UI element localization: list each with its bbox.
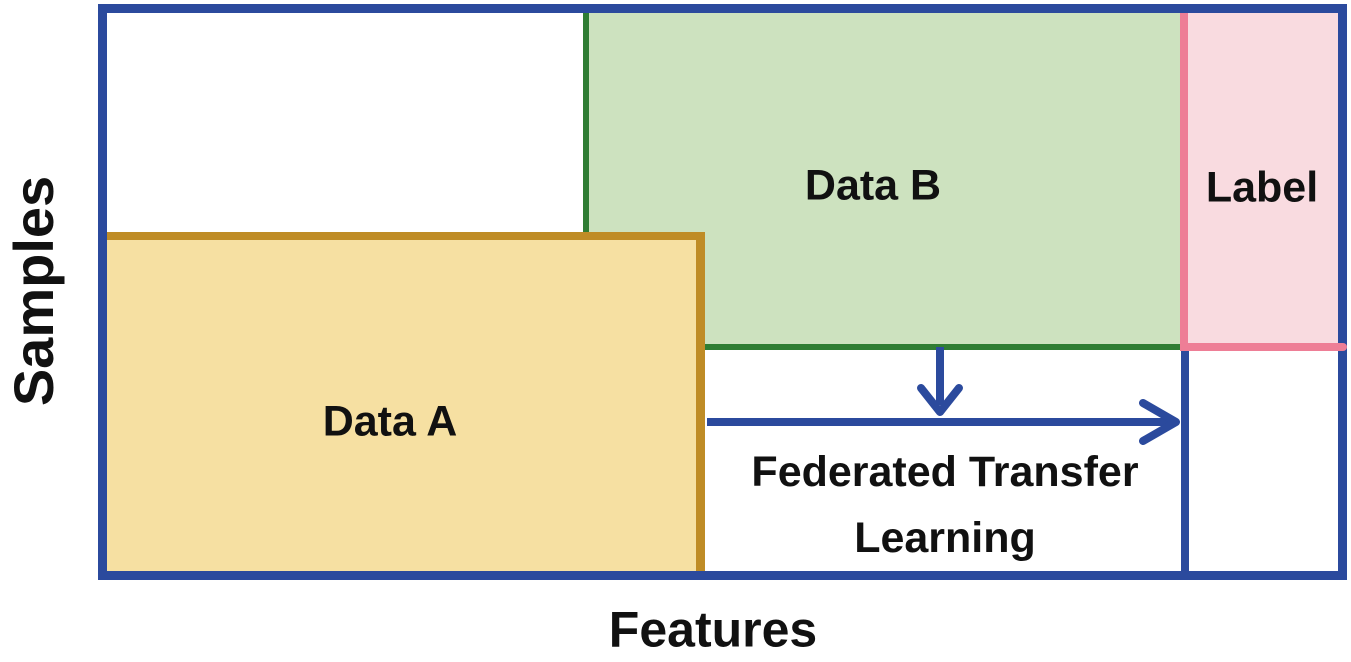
label-region-bottom-border [1180, 343, 1347, 351]
column-divider [1181, 347, 1189, 580]
right-arrow [707, 399, 1180, 445]
ftl-annotation-line1: Federated Transfer [751, 448, 1139, 496]
down-arrow [917, 347, 963, 416]
down-arrow-head [917, 384, 963, 416]
data-a-region [104, 232, 705, 578]
label-region-label: Label [1205, 163, 1319, 212]
data-a-label: Data A [322, 397, 458, 446]
data-b-label: Data B [804, 161, 942, 210]
features-axis-label: Features [608, 601, 818, 658]
right-arrow-head [1139, 399, 1180, 445]
label-region [1180, 9, 1341, 350]
ftl-annotation-line2: Learning [854, 514, 1036, 562]
federated-transfer-learning-annotation: Federated Transfer Learning [751, 439, 1138, 571]
samples-axis-label: Samples [2, 175, 66, 407]
